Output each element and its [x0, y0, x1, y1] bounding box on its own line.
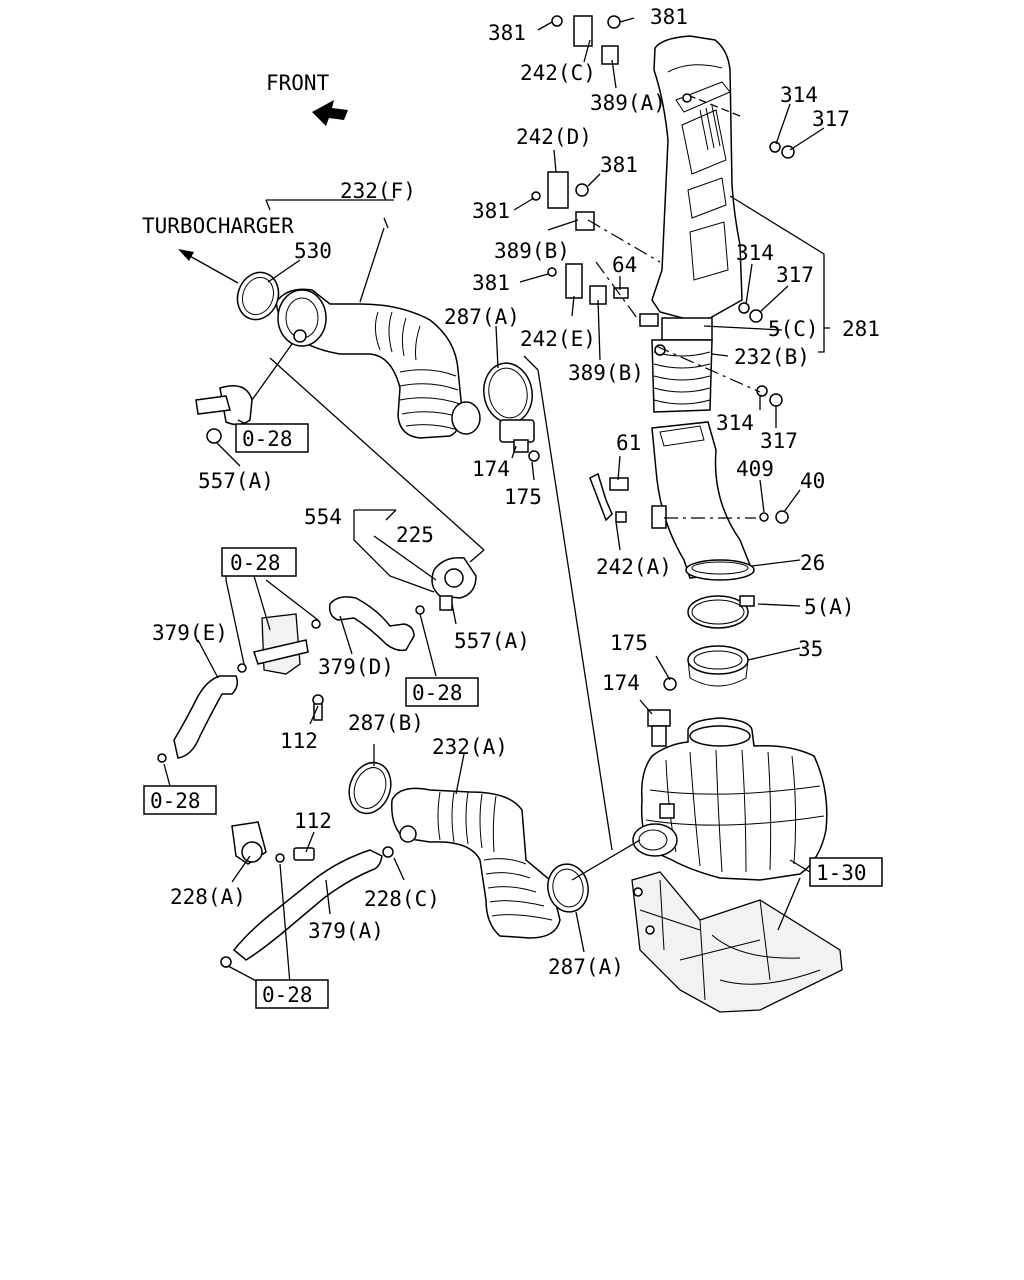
- part-label: 287(A): [548, 955, 624, 979]
- hose-379a: [232, 849, 383, 961]
- part-label: 242(D): [516, 125, 592, 149]
- ref-label-130: 1-30: [816, 861, 867, 885]
- ref-box-028-d[interactable]: 0-28: [143, 785, 217, 815]
- part-label: 175: [504, 485, 542, 509]
- hose-bracket-middle: [253, 613, 324, 721]
- part-label: 379(A): [308, 919, 384, 943]
- part-label: 64: [612, 253, 637, 277]
- pipe-225: [431, 557, 477, 611]
- part-label: 112: [294, 809, 332, 833]
- part-label: 232(B): [734, 345, 810, 369]
- hose-379d: [328, 596, 415, 652]
- intake-hose-232a: [348, 761, 589, 939]
- turbocharger-arrow-icon: [178, 249, 194, 261]
- ref-label: 0-28: [230, 551, 281, 575]
- part-label: 228(A): [170, 885, 246, 909]
- part-label: 389(B): [494, 239, 570, 263]
- part-label: 317: [776, 263, 814, 287]
- elbow-duct-26: [651, 421, 755, 581]
- part-label: 225: [396, 523, 434, 547]
- part-labels: 381 381 242(C) 389(A) 314 317 242(D) 381…: [152, 5, 880, 979]
- bracket-228a: [220, 821, 315, 968]
- part-label: 242(C): [520, 61, 596, 85]
- ref-label: 0-28: [412, 681, 463, 705]
- part-label: 26: [800, 551, 825, 575]
- part-label: 381: [488, 21, 526, 45]
- part-label: 174: [602, 671, 640, 695]
- air-cleaner-body: [632, 717, 828, 881]
- ref-label: 0-28: [242, 427, 293, 451]
- ref-label: 0-28: [262, 983, 313, 1007]
- part-label: 379(D): [318, 655, 394, 679]
- upper-air-duct: [639, 35, 743, 341]
- front-label: FRONT: [266, 71, 330, 95]
- ref-box-130[interactable]: 1-30: [809, 857, 883, 887]
- part-label: 381: [472, 199, 510, 223]
- part-label: 317: [760, 429, 798, 453]
- part-label: 314: [780, 83, 818, 107]
- part-label: 554: [304, 505, 342, 529]
- part-label: 314: [716, 411, 754, 435]
- part-label: 381: [472, 271, 510, 295]
- part-label: 175: [610, 631, 648, 655]
- hose-232b: [651, 339, 713, 413]
- turbocharger-direction: TURBOCHARGER: [142, 214, 294, 284]
- part-label: 381: [600, 153, 638, 177]
- intake-hose-232f: [275, 288, 463, 439]
- part-label: 5(C): [768, 317, 819, 341]
- ref-label: 0-28: [150, 789, 201, 813]
- part-label: 379(E): [152, 621, 228, 645]
- part-label: 174: [472, 457, 510, 481]
- sensor-174-upper: [499, 419, 535, 453]
- ref-box-028-b[interactable]: 0-28: [221, 547, 297, 577]
- part-label: 389(B): [568, 361, 644, 385]
- part-label: 317: [812, 107, 850, 131]
- part-label: 112: [280, 729, 318, 753]
- part-label: 232(F): [340, 179, 416, 203]
- part-label: 287(A): [444, 305, 520, 329]
- part-label: 557(A): [198, 469, 274, 493]
- part-label: 389(A): [590, 91, 666, 115]
- air-cleaner-bracket: [631, 871, 843, 1013]
- part-label: 228(C): [364, 887, 440, 911]
- part-label: 242(E): [520, 327, 596, 351]
- part-label: 381: [650, 5, 688, 29]
- bracket-557a-upper: [195, 385, 253, 444]
- part-label: 314: [736, 241, 774, 265]
- ref-box-028-c[interactable]: 0-28: [405, 677, 479, 707]
- seal-35: [687, 645, 749, 687]
- clamp-287a-upper: [451, 362, 533, 435]
- part-label: 5(A): [804, 595, 855, 619]
- part-label: 242(A): [596, 555, 672, 579]
- part-label: 232(A): [432, 735, 508, 759]
- clamp-5a: [687, 595, 755, 629]
- hose-379e: [157, 675, 239, 763]
- part-label: 281: [842, 317, 880, 341]
- ref-box-028-e[interactable]: 0-28: [255, 979, 329, 1009]
- part-label: 61: [616, 431, 641, 455]
- ref-box-028-a[interactable]: 0-28: [235, 423, 309, 453]
- part-label: 530: [294, 239, 332, 263]
- turbocharger-label: TURBOCHARGER: [142, 214, 294, 238]
- part-label: 35: [798, 637, 823, 661]
- part-label: 40: [800, 469, 825, 493]
- clamp-530: [236, 271, 280, 321]
- part-label: 287(B): [348, 711, 424, 735]
- part-label: 409: [736, 457, 774, 481]
- front-arrow-icon: [312, 100, 348, 126]
- part-label: 557(A): [454, 629, 530, 653]
- front-indicator: FRONT: [266, 71, 348, 126]
